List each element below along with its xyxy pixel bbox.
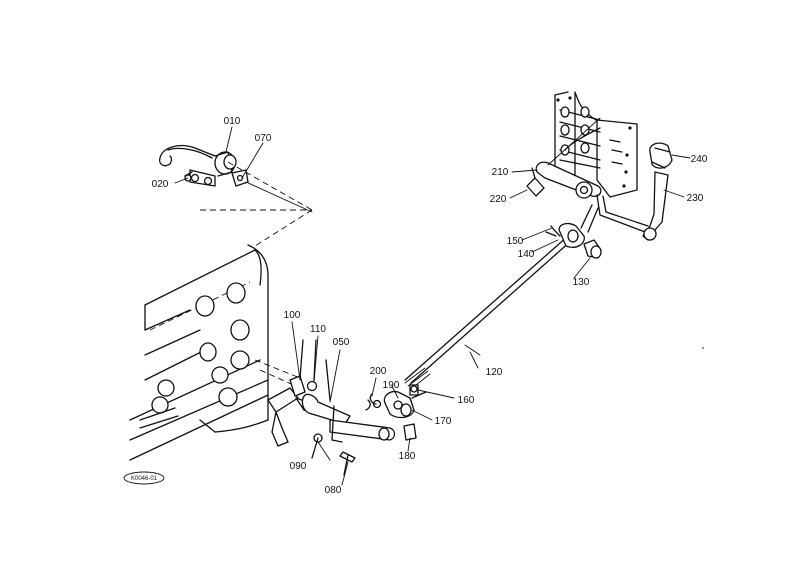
callout-190: 190 [383, 380, 400, 391]
callout-labels: 010 020 050 070 080 090 100 110 120 130 … [152, 116, 708, 496]
callout-160: 160 [458, 395, 475, 406]
clevis-assembly-170 [365, 384, 427, 441]
reference-code: K0046-01 [131, 476, 158, 482]
callout-240: 240 [691, 154, 708, 165]
callout-150: 150 [507, 236, 524, 247]
reference-tag-outline [123, 471, 165, 485]
callout-080: 080 [325, 485, 342, 496]
leader-lines [174, 126, 691, 486]
callout-140: 140 [518, 249, 535, 260]
callout-200: 200 [370, 366, 387, 377]
hand-lever-frame [526, 91, 673, 241]
callout-010: 010 [224, 116, 241, 127]
callout-210: 210 [492, 167, 509, 178]
callout-170: 170 [435, 416, 452, 427]
callout-180: 180 [399, 451, 416, 462]
callout-130: 130 [573, 277, 590, 288]
linkage-rod-120 [404, 235, 573, 390]
lever-bracket-010 [158, 144, 313, 213]
callout-220: 220 [490, 194, 507, 205]
callout-070: 070 [255, 133, 272, 144]
callout-230: 230 [687, 193, 704, 204]
stray-dot [702, 347, 704, 349]
upper-clevis-140 [545, 204, 602, 259]
callout-020: 020 [152, 179, 169, 190]
callout-050: 050 [333, 337, 350, 348]
callout-120: 120 [486, 367, 503, 378]
transmission-housing [129, 209, 313, 461]
callout-090: 090 [290, 461, 307, 472]
reference-tag: K0046-01 [123, 471, 165, 485]
pedal-linkage-050 [267, 339, 396, 476]
callout-100: 100 [284, 310, 301, 321]
callout-110: 110 [310, 324, 326, 335]
